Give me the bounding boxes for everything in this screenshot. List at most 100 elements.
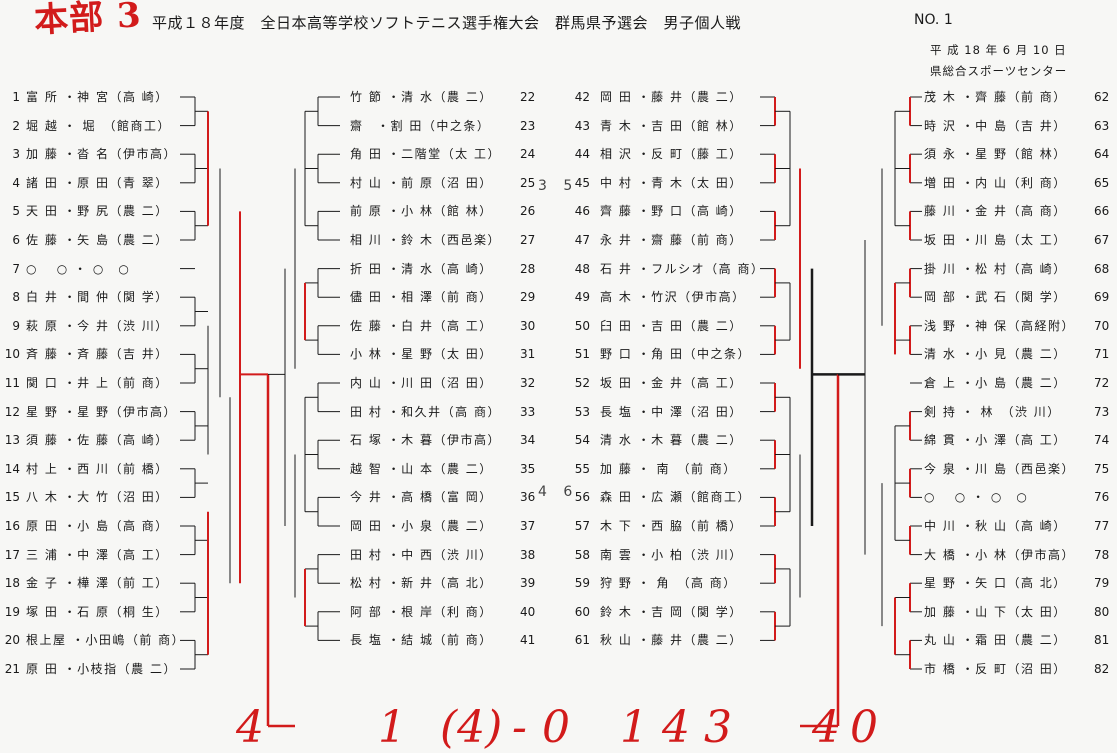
entry-number: 50 xyxy=(574,318,590,333)
page-title: 平成１８年度 全日本高等学校ソフトテニス選手権大会 群馬県予選会 男子個人戦 xyxy=(152,14,742,32)
entry-pair: 原 田 ・小 島（高 商） xyxy=(26,519,169,533)
entry-number: 36 xyxy=(520,490,536,505)
entry-pair: 角 田 ・二階堂（太 工） xyxy=(350,147,501,162)
entry-pair: 富 所 ・神 宮（高 崎） xyxy=(26,90,169,104)
entry-number: 43 xyxy=(574,118,590,133)
handwritten-score-0: 0 xyxy=(542,702,570,753)
entry-number: 57 xyxy=(574,519,590,533)
entry-pair: 須 藤 ・佐 藤（高 崎） xyxy=(26,433,169,448)
entry-pair: 諸 田 ・原 田（青 翠） xyxy=(26,175,169,190)
entry-pair: 中 村 ・青 木（太 田） xyxy=(600,175,743,190)
entry-pair: 松 村 ・新 井（高 北） xyxy=(350,576,493,591)
entry-pair: 加 藤 ・ 南 （前 商） xyxy=(600,461,737,476)
entry-pair: 斉 藤 ・斉 藤（吉 井） xyxy=(26,347,169,362)
entry-pair: 中 川 ・秋 山（高 崎） xyxy=(924,519,1067,533)
entry-number: 16 xyxy=(4,519,20,533)
entry-number: 60 xyxy=(574,604,590,619)
entry-number: 35 xyxy=(520,461,536,476)
entry-number: 13 xyxy=(4,433,20,448)
entry-number: 11 xyxy=(4,376,20,390)
handwritten-score-left: 4 xyxy=(236,702,264,753)
entry-pair: 田 村 ・中 西（渋 川） xyxy=(350,547,493,562)
entry-number: 47 xyxy=(574,233,590,247)
center-mark-mid: 4 6 xyxy=(538,484,579,500)
entry-number: 30 xyxy=(520,318,536,333)
entry-pair: 秋 山 ・藤 井（農 二） xyxy=(600,633,743,648)
handwritten-score-1: 1 xyxy=(378,702,406,753)
entry-pair: 星 野 ・星 野（伊市高） xyxy=(26,404,177,419)
entry-number: 39 xyxy=(520,576,536,591)
entry-number: 74 xyxy=(1094,433,1110,448)
entry-number: 37 xyxy=(520,519,536,533)
entry-pair: 坂 田 ・金 井（高 工） xyxy=(600,376,743,390)
entry-number: 5 xyxy=(12,204,20,219)
entry-pair: 須 永 ・星 野（館 林） xyxy=(924,147,1067,162)
entry-pair: 原 田 ・小枝指（農 二） xyxy=(26,662,177,676)
entry-pair: 小 林 ・星 野（太 田） xyxy=(350,347,493,362)
entry-pair: 岡 田 ・藤 井（農 二） xyxy=(600,90,743,104)
entry-number: 28 xyxy=(520,261,536,276)
entry-pair: 剣 持 ・ 林 （渋 川） xyxy=(924,404,1061,419)
event-date: 平 成 18 年 6 月 10 日 xyxy=(930,43,1067,57)
entry-pair: 折 田 ・清 水（高 崎） xyxy=(350,261,493,276)
entry-number: 56 xyxy=(574,490,590,505)
entry-number: 20 xyxy=(4,633,20,648)
entry-number: 38 xyxy=(520,547,536,562)
entry-number: 69 xyxy=(1094,290,1110,305)
handwritten-score-dash: - xyxy=(512,702,527,753)
entry-pair: 齊 藤 ・野 口（高 崎） xyxy=(600,204,743,219)
entry-number: 34 xyxy=(520,433,536,448)
entry-number: 15 xyxy=(4,490,20,505)
entry-pair: 岡 部 ・武 石（関 学） xyxy=(924,290,1067,305)
entry-number: 46 xyxy=(574,204,590,219)
entry-pair: 金 子 ・樺 澤（前 工） xyxy=(26,576,169,591)
entry-pair: 清 水 ・小 見（農 二） xyxy=(924,347,1067,362)
entry-number: 70 xyxy=(1094,318,1110,333)
entry-pair: 三 浦 ・中 澤（高 工） xyxy=(26,547,169,562)
entry-pair: 岡 田 ・小 泉（農 二） xyxy=(350,519,493,533)
entry-number: 42 xyxy=(574,90,590,104)
entry-number: 22 xyxy=(520,90,536,104)
entry-number: 66 xyxy=(1094,204,1110,219)
entry-pair: 高 木 ・竹沢（伊市高） xyxy=(600,290,746,305)
entry-pair: 綿 貫 ・小 澤（高 工） xyxy=(924,433,1067,448)
entry-pair: 茂 木 ・齊 藤（前 商） xyxy=(924,90,1067,104)
entry-pair: 星 野 ・矢 口（高 北） xyxy=(924,576,1067,591)
entry-pair: ○ ○ ・ ○ ○ xyxy=(924,490,1029,505)
entry-number: 14 xyxy=(4,461,20,476)
entry-number: 53 xyxy=(574,404,590,419)
entry-pair: 石 井 ・フルシオ（高 商） xyxy=(600,261,765,276)
entry-pair: 佐 藤 ・矢 島（農 二） xyxy=(26,233,169,247)
entry-pair: 塚 田 ・石 原（桐 生） xyxy=(26,604,169,619)
handwritten-score-circled: (4) xyxy=(440,702,503,753)
entry-pair: 掛 川 ・松 村（高 崎） xyxy=(924,261,1067,276)
entry-pair: 今 泉 ・川 島（西邑楽） xyxy=(924,461,1075,476)
entry-number: 19 xyxy=(4,604,20,619)
handwritten-score-right-4: 4 xyxy=(812,702,840,753)
entry-pair: 今 井 ・高 橋（富 岡） xyxy=(350,490,493,505)
entry-pair: 野 口 ・角 田（中之条） xyxy=(600,347,751,362)
entry-pair: 相 川 ・鈴 木（西邑楽） xyxy=(350,233,501,247)
entry-number: 67 xyxy=(1094,233,1110,247)
entry-pair: 増 田 ・内 山（利 商） xyxy=(924,175,1067,190)
entry-pair: 市 橋 ・反 町（沼 田） xyxy=(924,662,1067,676)
entry-pair: 佐 藤 ・白 井（高 工） xyxy=(350,318,493,333)
entry-number: 26 xyxy=(520,204,536,219)
entry-number: 21 xyxy=(4,662,20,676)
entry-number: 78 xyxy=(1094,547,1110,562)
entry-number: 62 xyxy=(1094,90,1110,104)
entry-number: 33 xyxy=(520,404,536,419)
entry-pair: 木 下 ・西 脇（前 橋） xyxy=(600,519,743,533)
entry-number: 73 xyxy=(1094,404,1110,419)
event-venue: 県総合スポーツセンター xyxy=(930,64,1068,78)
entry-pair: 清 水 ・木 暮（農 二） xyxy=(600,433,743,448)
entry-number: 58 xyxy=(574,547,590,562)
entry-pair: 臼 田 ・吉 田（農 二） xyxy=(600,318,743,333)
entry-number: 10 xyxy=(4,347,20,362)
handwritten-score-right-0: 0 xyxy=(850,702,878,753)
entry-number: 55 xyxy=(574,461,590,476)
entry-number: 6 xyxy=(12,233,20,247)
entry-number: 24 xyxy=(520,147,536,162)
entry-number: 59 xyxy=(574,576,590,591)
entry-number: 54 xyxy=(574,433,590,448)
